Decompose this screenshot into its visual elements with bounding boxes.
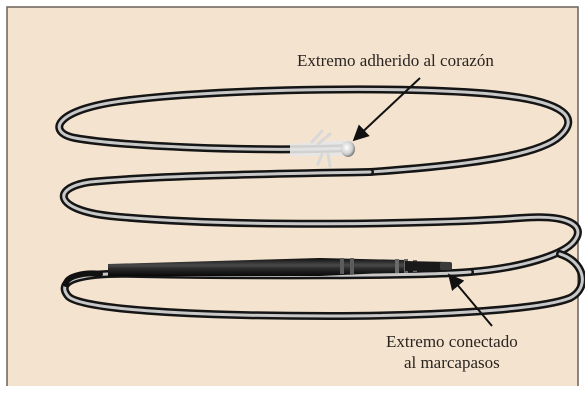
- arrow-to-pacemaker-end: [447, 273, 493, 327]
- arrow-to-heart-end: [352, 77, 421, 142]
- panel-border: [6, 6, 579, 386]
- pacemaker-connector: [108, 258, 452, 276]
- label-pacemaker-end: Extremo conectado al marcapasos: [386, 331, 518, 374]
- coil-loop-top: [55, 85, 573, 176]
- label-heart-end: Extremo adherido al corazón: [297, 51, 494, 70]
- panel-background: [7, 7, 578, 386]
- label-pacemaker-end-line2: al marcapasos: [403, 353, 500, 373]
- coil-loop-middle: [59, 168, 582, 276]
- electrode-tip: [290, 129, 355, 168]
- label-pacemaker-end-line1: Extremo conectado: [386, 332, 518, 351]
